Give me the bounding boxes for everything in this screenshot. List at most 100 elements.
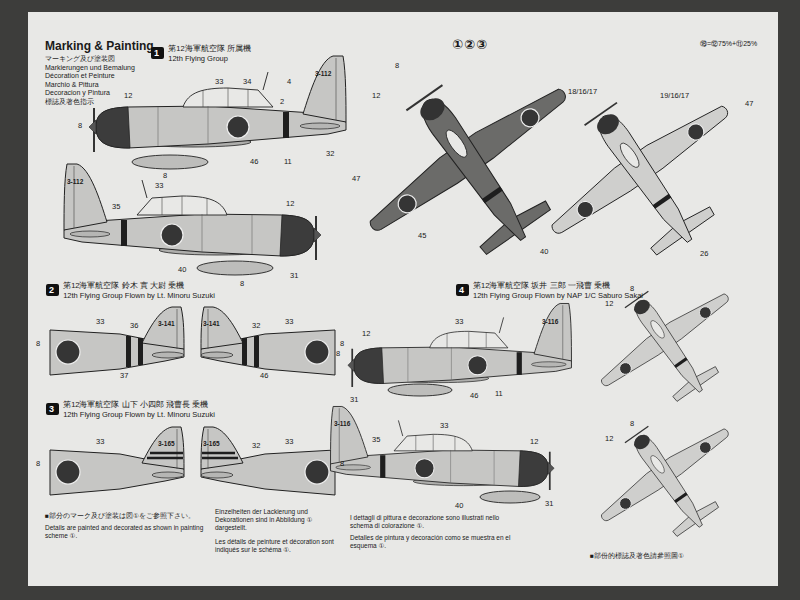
subtitle: Markierungen und Bemalung xyxy=(45,64,135,72)
section-title-en: 12th Flying Group Flown by NAP 1/C Sabur… xyxy=(473,291,645,300)
callout-number: 40 xyxy=(178,266,186,275)
callout-number: 33 xyxy=(285,318,293,327)
callout-number: 19/16/17 xyxy=(660,92,689,101)
note-text: Les détails de peinture et décoration so… xyxy=(215,538,335,554)
section-title-en: 12th Flying Group xyxy=(168,54,253,63)
fuselage-band xyxy=(517,352,522,375)
tail-code: 3-165 xyxy=(203,440,220,447)
fuselage-band xyxy=(254,336,259,367)
callout-number: 46 xyxy=(250,158,258,167)
aircraft-tail xyxy=(50,427,184,495)
callout-number: 12 xyxy=(605,435,613,444)
callout-number: 36 xyxy=(130,322,138,331)
drop-tank xyxy=(132,155,208,169)
callout-number: 32 xyxy=(252,322,260,331)
callout-number: 2 xyxy=(280,98,284,107)
section-number: 3 xyxy=(46,403,59,416)
aircraft-bottom xyxy=(574,391,763,570)
callout-number: 11 xyxy=(284,158,292,167)
aircraft-tail xyxy=(50,307,184,375)
aircraft-top xyxy=(328,30,619,306)
tail-code: 3-116 xyxy=(542,318,558,325)
callout-number: 12 xyxy=(372,92,380,101)
callout-number: 8 xyxy=(630,420,634,429)
callout-number: 26 xyxy=(700,250,708,259)
callout-number: 33 xyxy=(96,318,104,327)
aircraft-bottom xyxy=(514,53,776,301)
drop-tank xyxy=(480,491,540,503)
callout-number: 46 xyxy=(260,372,268,381)
section-number: 1 xyxy=(151,47,164,60)
subtitle: Decoracion y Pintura xyxy=(45,89,110,97)
fuselage-band xyxy=(138,338,143,365)
callout-number: 31 xyxy=(290,272,298,281)
note-text: I dettagli di pittura e decorazione sono… xyxy=(350,514,520,530)
callout-number: 33 xyxy=(285,438,293,447)
callout-number: 40 xyxy=(455,502,463,511)
note-text: Details are painted and decorated as sho… xyxy=(45,524,210,540)
callout-number: 12 xyxy=(362,330,370,339)
tail-view xyxy=(50,307,184,375)
callout-number: 37 xyxy=(120,372,128,381)
section-header: 1 第12海軍航空隊 所属機12th Flying Group xyxy=(150,42,254,64)
tail-code: 3-112 xyxy=(67,178,83,185)
tail-view xyxy=(201,427,335,495)
tail-stripe xyxy=(150,452,183,455)
callout-number: 8 xyxy=(336,350,340,359)
subtitle: 標誌及著色指示 xyxy=(45,98,94,106)
section-header: 3第12海軍航空隊 山下 小四郎 飛曹長 乗機12th Flying Group… xyxy=(45,398,218,420)
aircraft-side-view xyxy=(64,164,321,260)
callout-number: 8 xyxy=(340,460,344,469)
callout-number: 12 xyxy=(286,200,294,209)
fuselage-band xyxy=(121,220,127,246)
callout-number: 33 xyxy=(215,78,223,87)
subtitle: Décoration et Peinture xyxy=(45,72,115,80)
tail-stripe xyxy=(202,457,238,460)
callout-number: 31 xyxy=(350,396,358,405)
aircraft-side-view xyxy=(331,406,555,490)
section-number: 4 xyxy=(456,284,469,297)
subtitle: Marchio & Pittura xyxy=(45,81,99,89)
section-header: 4第12海軍航空隊 坂井 三郎 一飛曹 乗機12th Flying Group … xyxy=(455,279,646,301)
drop-tank xyxy=(388,384,452,396)
callout-number: 8 xyxy=(340,340,344,349)
tail-code: 3-165 xyxy=(158,440,175,447)
callout-number: 31 xyxy=(545,500,553,509)
aircraft-side xyxy=(348,303,572,387)
callout-number: 12 xyxy=(605,300,613,309)
tail-stripe xyxy=(147,457,183,460)
drop-tank xyxy=(197,261,273,275)
callout-number: 47 xyxy=(352,175,360,184)
callout-number: 8 xyxy=(36,340,40,349)
fuselage-band xyxy=(242,338,247,365)
callout-number: 8 xyxy=(36,460,40,469)
section-header: 2第12海軍航空隊 鈴木 實 大尉 乗機12th Flying Group Fl… xyxy=(45,279,218,301)
scheme-numbers: ①②③ xyxy=(452,38,488,53)
aircraft-tail xyxy=(201,427,335,495)
callout-number: 35 xyxy=(112,203,120,212)
callout-number: 12 xyxy=(124,92,132,101)
callout-number: 47 xyxy=(745,100,753,109)
callout-number: 8 xyxy=(395,62,399,71)
section-title-jp: 第12海軍航空隊 所属機 xyxy=(168,44,253,53)
callout-number: 18/16/17 xyxy=(568,88,597,97)
sheet xyxy=(28,12,778,586)
callout-number: 33 xyxy=(96,438,104,447)
section-title-jp: 第12海軍航空隊 鈴木 實 大尉 乗機 xyxy=(63,281,217,290)
tail-code: 3-141 xyxy=(203,320,220,327)
tail-view xyxy=(201,307,335,375)
fuselage-band xyxy=(380,455,385,478)
callout-number: 8 xyxy=(240,280,244,289)
callout-number: 34 xyxy=(243,78,251,87)
aircraft-side-view xyxy=(348,303,572,387)
tail-stripe xyxy=(202,452,235,455)
aircraft-tail xyxy=(201,307,335,375)
section-title-en: 12th Flying Group Flown by Lt. Minoru Su… xyxy=(63,410,217,419)
note-text: Einzelheiten der Lackierung und Dekorati… xyxy=(215,508,335,531)
callout-number: 33 xyxy=(440,422,448,431)
callout-number: 12 xyxy=(530,438,538,447)
